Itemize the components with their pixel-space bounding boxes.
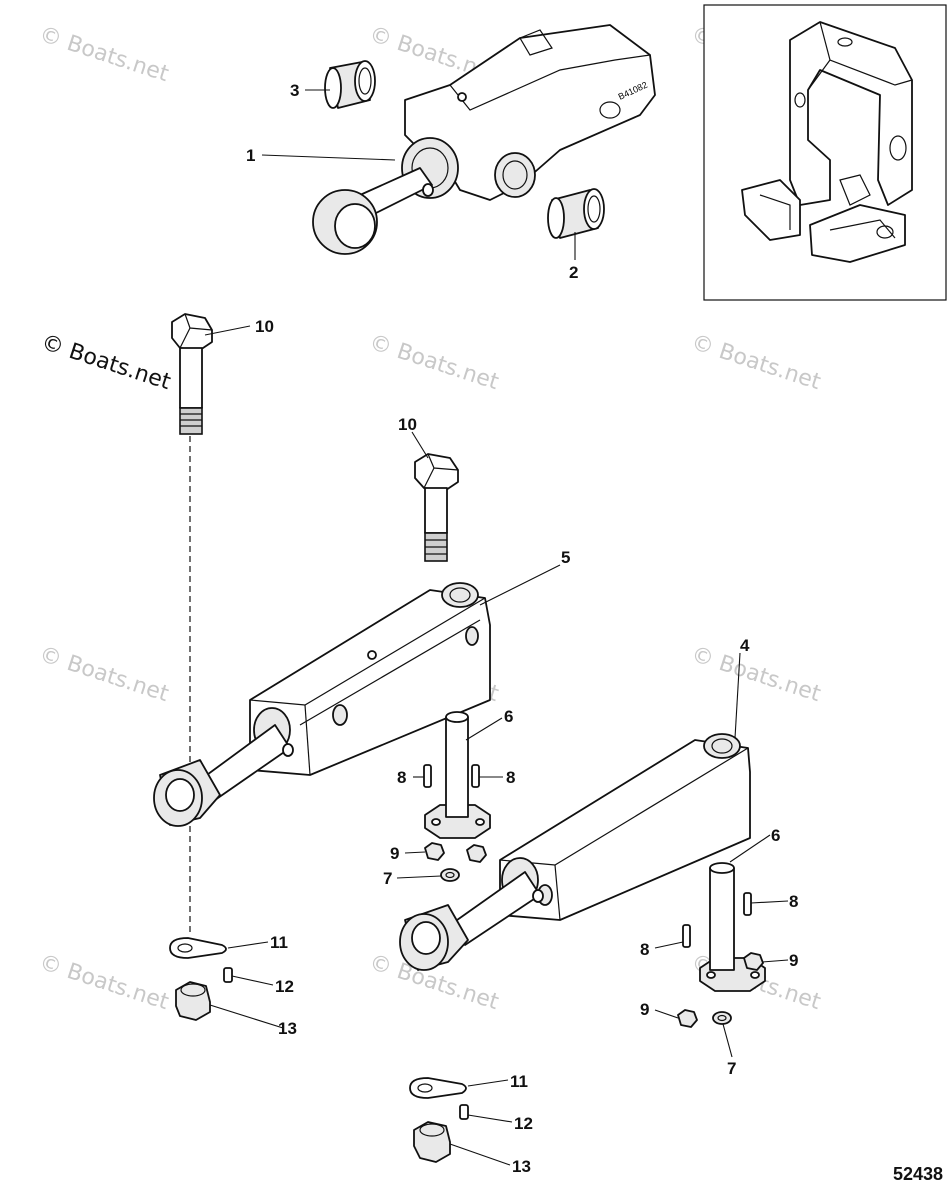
main-watermark: © Boats.net bbox=[38, 330, 174, 395]
callout-3: 3 bbox=[290, 81, 299, 100]
callout-10-left: 10 bbox=[255, 317, 274, 336]
part-10-bolt-left bbox=[171, 313, 213, 435]
part-8-roll-pins bbox=[423, 764, 752, 948]
callout-4: 4 bbox=[740, 636, 750, 655]
callout-8-c: 8 bbox=[789, 892, 798, 911]
callout-10-center: 10 bbox=[398, 415, 417, 434]
callout-8-a: 8 bbox=[397, 768, 406, 787]
part-6-pin-center bbox=[424, 711, 491, 839]
watermark: © Boats.net bbox=[36, 642, 172, 707]
part-6-pin-right bbox=[699, 862, 766, 992]
callout-9-b: 9 bbox=[789, 951, 798, 970]
part-9-nuts bbox=[424, 842, 764, 1028]
callout-6-right: 6 bbox=[771, 826, 780, 845]
hardware-left bbox=[169, 937, 233, 1021]
callout-8-d: 8 bbox=[640, 940, 649, 959]
watermark: © Boats.net bbox=[688, 642, 824, 707]
part-3-bushing bbox=[324, 60, 376, 109]
callout-11-bottom: 11 bbox=[510, 1072, 528, 1091]
watermark: © Boats.net bbox=[36, 950, 172, 1015]
watermark: © Boats.net bbox=[366, 330, 502, 395]
document-number: 52438 bbox=[893, 1164, 943, 1184]
callout-5: 5 bbox=[561, 548, 570, 567]
part-4-cylinder bbox=[399, 733, 751, 971]
callout-6-center: 6 bbox=[504, 707, 513, 726]
part-1-yoke-assembly: B41082 bbox=[312, 24, 656, 255]
callout-1: 1 bbox=[246, 146, 255, 165]
part-7-washers bbox=[440, 868, 732, 1025]
watermark: © Boats.net bbox=[36, 22, 172, 87]
callout-12-left: 12 bbox=[275, 977, 294, 996]
callout-2: 2 bbox=[569, 263, 578, 282]
inset-view bbox=[703, 4, 947, 301]
callout-7-a: 7 bbox=[383, 869, 392, 888]
watermark: © Boats.net bbox=[688, 330, 824, 395]
callout-12-bottom: 12 bbox=[514, 1114, 533, 1133]
callout-13-left: 13 bbox=[278, 1019, 297, 1038]
hardware-bottom bbox=[409, 1077, 469, 1163]
part-2-bushing bbox=[547, 188, 605, 239]
part-5-cylinder bbox=[153, 582, 491, 827]
callout-9-c: 9 bbox=[640, 1000, 649, 1019]
callout-13-bottom: 13 bbox=[512, 1157, 531, 1176]
leader-lines bbox=[204, 89, 789, 1166]
callout-9-a: 9 bbox=[390, 844, 399, 863]
callout-7-b: 7 bbox=[727, 1059, 736, 1078]
callouts: 1 3 2 10 10 5 4 6 6 8 8 8 8 9 9 9 7 7 11… bbox=[246, 81, 798, 1176]
part-10-bolt-center bbox=[414, 453, 459, 562]
callout-11-left: 11 bbox=[270, 933, 288, 952]
callout-8-b: 8 bbox=[506, 768, 515, 787]
